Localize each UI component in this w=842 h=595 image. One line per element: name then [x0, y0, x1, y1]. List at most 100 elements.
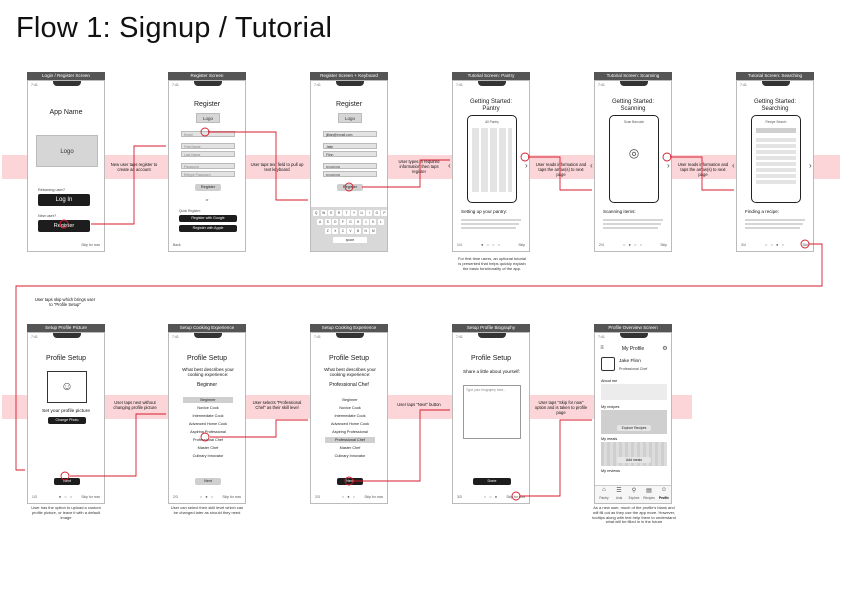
status-time: 7:41: [740, 83, 747, 87]
level-option[interactable]: Beginner: [342, 398, 358, 402]
explore-recipes-button[interactable]: Explore Recipes: [617, 425, 651, 431]
skip-link[interactable]: Skip for now: [81, 495, 100, 499]
change-photo-button[interactable]: Change Photo: [48, 417, 86, 424]
first-name-field[interactable]: Jake: [323, 143, 377, 149]
nav-recipes[interactable]: Recipes: [643, 496, 655, 500]
phone-frame: 7:41 Getting Started: Scanning Scan Barc…: [594, 80, 672, 252]
key[interactable]: M: [370, 228, 377, 234]
nav-pantry[interactable]: Pantry: [599, 496, 609, 500]
level-option[interactable]: Master Chef: [339, 446, 361, 450]
cooking-note: User can select their skill level which …: [170, 505, 244, 515]
key[interactable]: X: [332, 228, 339, 234]
key[interactable]: Y: [351, 210, 358, 216]
key[interactable]: J: [362, 219, 369, 225]
phone-notch: [478, 81, 506, 86]
register-submit-button[interactable]: Register: [195, 184, 221, 191]
chevron-left-icon[interactable]: ‹: [732, 161, 735, 170]
key[interactable]: E: [328, 210, 335, 216]
nav-profile[interactable]: Profile: [659, 496, 669, 500]
level-option[interactable]: Aspiring Professional: [332, 430, 368, 434]
nav-lists[interactable]: Lists: [615, 496, 623, 500]
password-field[interactable]: ••••••••••••: [323, 163, 377, 169]
chevron-right-icon[interactable]: ›: [667, 161, 670, 170]
google-register-button[interactable]: Register with Google: [179, 215, 237, 222]
next-button[interactable]: Next: [337, 478, 363, 485]
key[interactable]: W: [320, 210, 327, 216]
level-option[interactable]: Advanced Home Cook: [189, 422, 227, 426]
space-key[interactable]: space: [333, 237, 367, 243]
text-placeholder: [603, 219, 663, 221]
next-button[interactable]: Next: [54, 478, 80, 485]
skip-link[interactable]: Skip: [518, 243, 525, 247]
pantry-preview: All Pantry: [467, 115, 517, 203]
skip-link[interactable]: Skip for now: [222, 495, 241, 499]
key[interactable]: C: [339, 228, 346, 234]
key[interactable]: L: [377, 219, 384, 225]
key[interactable]: H: [355, 219, 362, 225]
level-option[interactable]: Intermediate Cook: [334, 414, 366, 418]
login-button[interactable]: Log In: [38, 194, 90, 206]
level-option[interactable]: Intermediate Cook: [192, 414, 224, 418]
skip-link[interactable]: Skip: [660, 243, 667, 247]
key[interactable]: U: [358, 210, 365, 216]
quick-register-label: Quick Register:: [179, 209, 201, 213]
first-name-field[interactable]: First Name: [181, 143, 235, 149]
level-option[interactable]: Beginner: [183, 397, 233, 403]
key[interactable]: V: [347, 228, 354, 234]
retype-password-field[interactable]: ••••••••••••: [323, 171, 377, 177]
email-field[interactable]: jillian@email.com: [323, 131, 377, 137]
level-option[interactable]: Advanced Home Cook: [331, 422, 369, 426]
gear-icon[interactable]: ⚙: [662, 346, 668, 352]
key[interactable]: I: [366, 210, 373, 216]
skip-link[interactable]: Skip: [802, 243, 809, 247]
retype-password-field[interactable]: Retype Password: [181, 171, 235, 177]
annotation: User taps skip which brings user to "Pro…: [34, 297, 96, 307]
password-field[interactable]: Password: [181, 163, 235, 169]
add-meals-button[interactable]: Add meals: [617, 457, 651, 463]
nav-explore[interactable]: Explore: [628, 496, 640, 500]
skip-link[interactable]: Skip for now: [506, 495, 525, 499]
key[interactable]: S: [324, 219, 331, 225]
next-button[interactable]: Next: [195, 478, 221, 485]
chevron-right-icon[interactable]: ›: [809, 161, 812, 170]
level-option[interactable]: Novice Cook: [197, 406, 219, 410]
done-button[interactable]: Done: [473, 478, 511, 485]
key[interactable]: P: [381, 210, 387, 216]
register-button[interactable]: Register: [38, 220, 90, 232]
chevron-left-icon[interactable]: ‹: [448, 161, 451, 170]
level-option[interactable]: Aspiring Professional: [190, 430, 226, 434]
key[interactable]: B: [355, 228, 362, 234]
key[interactable]: G: [347, 219, 354, 225]
onscreen-keyboard[interactable]: Q W E R T Y U I O P A S D F G H J K L Z …: [311, 207, 387, 251]
last-name-field[interactable]: Last Name: [181, 151, 235, 157]
skip-link[interactable]: Skip for now: [364, 495, 383, 499]
skip-link[interactable]: Skip for now: [81, 243, 100, 247]
chevron-right-icon[interactable]: ›: [525, 161, 528, 170]
level-option[interactable]: Professional Chef: [193, 438, 223, 442]
key[interactable]: T: [343, 210, 350, 216]
back-link[interactable]: Back: [173, 243, 181, 247]
chevron-left-icon[interactable]: ‹: [590, 161, 593, 170]
last-name-field[interactable]: Flinn: [323, 151, 377, 157]
key[interactable]: Q: [313, 210, 320, 216]
level-option[interactable]: Culinary Innovator: [192, 454, 224, 458]
level-option[interactable]: Novice Cook: [339, 406, 361, 410]
screen-profile-overview: Profile Overview Screen 7:41 ≡ My Profil…: [594, 324, 672, 504]
register-submit-button[interactable]: Register: [337, 184, 363, 191]
apple-register-button[interactable]: Register with Apple: [179, 225, 237, 232]
key[interactable]: K: [370, 219, 377, 225]
key[interactable]: R: [335, 210, 342, 216]
level-option[interactable]: Master Chef: [197, 446, 219, 450]
biography-textarea[interactable]: Type your biography here...: [463, 385, 521, 439]
key[interactable]: O: [373, 210, 380, 216]
key[interactable]: D: [332, 219, 339, 225]
annotation: User reads information and taps the arro…: [677, 162, 729, 177]
key[interactable]: F: [339, 219, 346, 225]
level-option[interactable]: Professional Chef: [325, 437, 375, 443]
key[interactable]: N: [362, 228, 369, 234]
key[interactable]: A: [317, 219, 324, 225]
level-option[interactable]: Culinary Innovator: [334, 454, 366, 458]
key[interactable]: Z: [324, 228, 331, 234]
email-field[interactable]: Email: [181, 131, 235, 137]
text-placeholder: [603, 227, 658, 229]
